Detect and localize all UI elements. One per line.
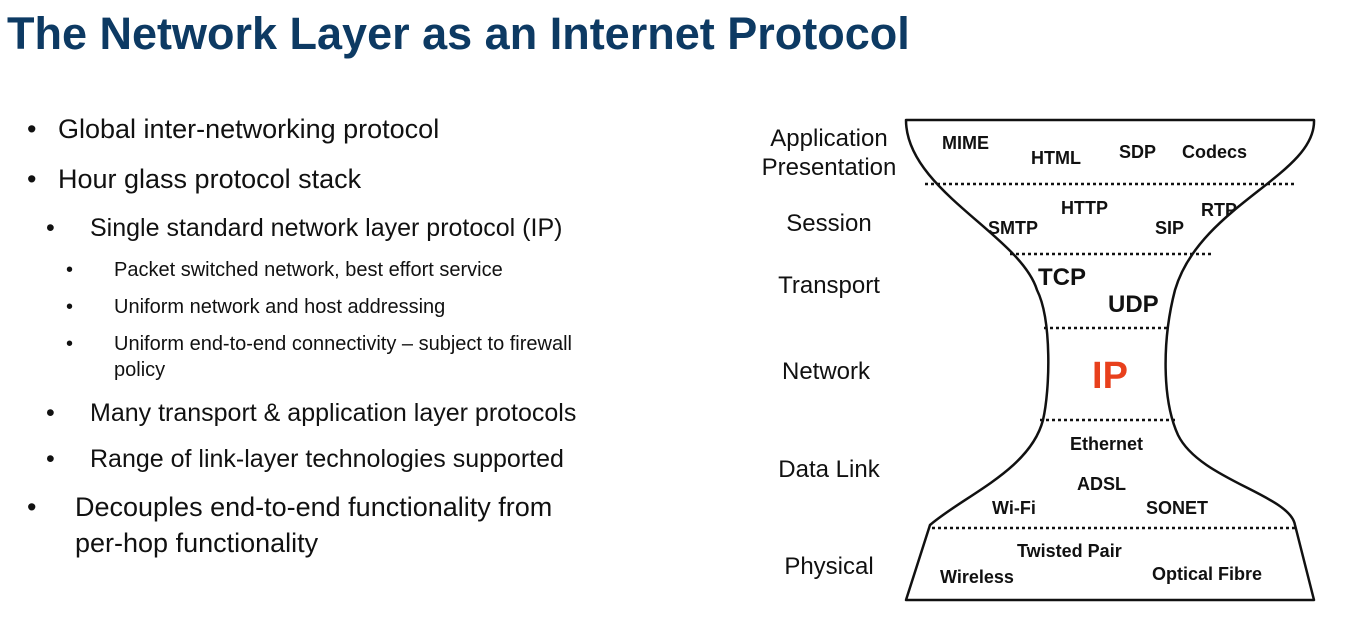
proto-tcp: TCP bbox=[1038, 264, 1086, 291]
bullet-dot: • bbox=[46, 445, 55, 473]
bullet-dot: • bbox=[27, 114, 37, 144]
bullet-dot: • bbox=[66, 333, 74, 355]
proto-udp: UDP bbox=[1108, 291, 1159, 318]
proto-twisted-pair: Twisted Pair bbox=[1017, 541, 1122, 561]
bullet-dot: • bbox=[46, 214, 55, 242]
proto-sdp: SDP bbox=[1119, 142, 1156, 162]
proto-wifi: Wi-Fi bbox=[992, 498, 1036, 518]
proto-ip: IP bbox=[1092, 355, 1128, 397]
hourglass-outline bbox=[904, 118, 1316, 602]
proto-smtp: SMTP bbox=[988, 218, 1038, 238]
bullet-dot: • bbox=[46, 399, 55, 427]
proto-wireless: Wireless bbox=[940, 567, 1014, 587]
bullet-link-layer-range: Range of link-layer technologies support… bbox=[90, 445, 564, 473]
bullet-single-ip: Single standard network layer protocol (… bbox=[90, 214, 563, 242]
proto-sonet: SONET bbox=[1146, 498, 1208, 518]
layer-label-transport: Transport bbox=[778, 272, 880, 299]
layer-label-network: Network bbox=[782, 358, 871, 385]
bullet-many-transport: Many transport & application layer proto… bbox=[90, 399, 577, 427]
proto-codecs: Codecs bbox=[1182, 142, 1247, 162]
proto-optical-fibre: Optical Fibre bbox=[1152, 564, 1262, 584]
proto-rtp: RTP bbox=[1201, 200, 1237, 220]
bullet-dot: • bbox=[27, 164, 37, 194]
bullet-dot: • bbox=[27, 492, 37, 522]
layer-label-datalink: Data Link bbox=[778, 456, 880, 483]
bullet-uniform-connectivity-cont: policy bbox=[114, 359, 166, 381]
slide-title: The Network Layer as an Internet Protoco… bbox=[7, 8, 910, 59]
bullet-dot: • bbox=[66, 259, 74, 281]
proto-sip: SIP bbox=[1155, 218, 1184, 238]
proto-mime: MIME bbox=[942, 133, 989, 153]
bullet-dot: • bbox=[66, 296, 74, 318]
proto-ethernet: Ethernet bbox=[1070, 434, 1143, 454]
layer-label-application: Application bbox=[770, 125, 887, 152]
layer-label-physical: Physical bbox=[784, 553, 873, 580]
bullet-decouples: Decouples end-to-end functionality from bbox=[75, 492, 553, 522]
bullet-hourglass-stack: Hour glass protocol stack bbox=[58, 164, 362, 194]
bullet-list: • Global inter-networking protocol • Hou… bbox=[27, 114, 577, 558]
bullet-uniform-addressing: Uniform network and host addressing bbox=[114, 296, 446, 318]
layer-label-session: Session bbox=[786, 210, 871, 237]
proto-http: HTTP bbox=[1061, 198, 1108, 218]
layer-label-presentation: Presentation bbox=[762, 154, 897, 181]
proto-adsl: ADSL bbox=[1077, 474, 1126, 494]
bullet-uniform-connectivity: Uniform end-to-end connectivity – subjec… bbox=[114, 333, 572, 355]
proto-html: HTML bbox=[1031, 148, 1081, 168]
bullet-packet-switched: Packet switched network, best effort ser… bbox=[114, 259, 503, 281]
bullet-global-internetworking: Global inter-networking protocol bbox=[58, 114, 440, 144]
bullet-decouples-cont: per-hop functionality bbox=[75, 528, 319, 558]
